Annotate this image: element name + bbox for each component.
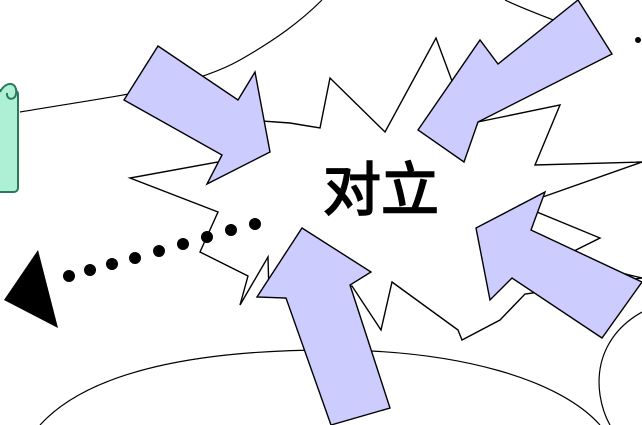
dotted-arrow-left (4, 218, 261, 328)
arrow-bottom-center (255, 227, 391, 425)
edge-dot (635, 37, 641, 43)
arrow-top-left (123, 45, 271, 186)
arrowhead-left (4, 250, 58, 328)
right-side-curve (598, 311, 642, 425)
scroll-icon (0, 83, 19, 193)
arrow-bottom-right (475, 190, 642, 339)
arrow-top-right (417, 0, 614, 164)
top-left-curve (19, 0, 323, 113)
conflict-label: 对立 (323, 156, 439, 224)
